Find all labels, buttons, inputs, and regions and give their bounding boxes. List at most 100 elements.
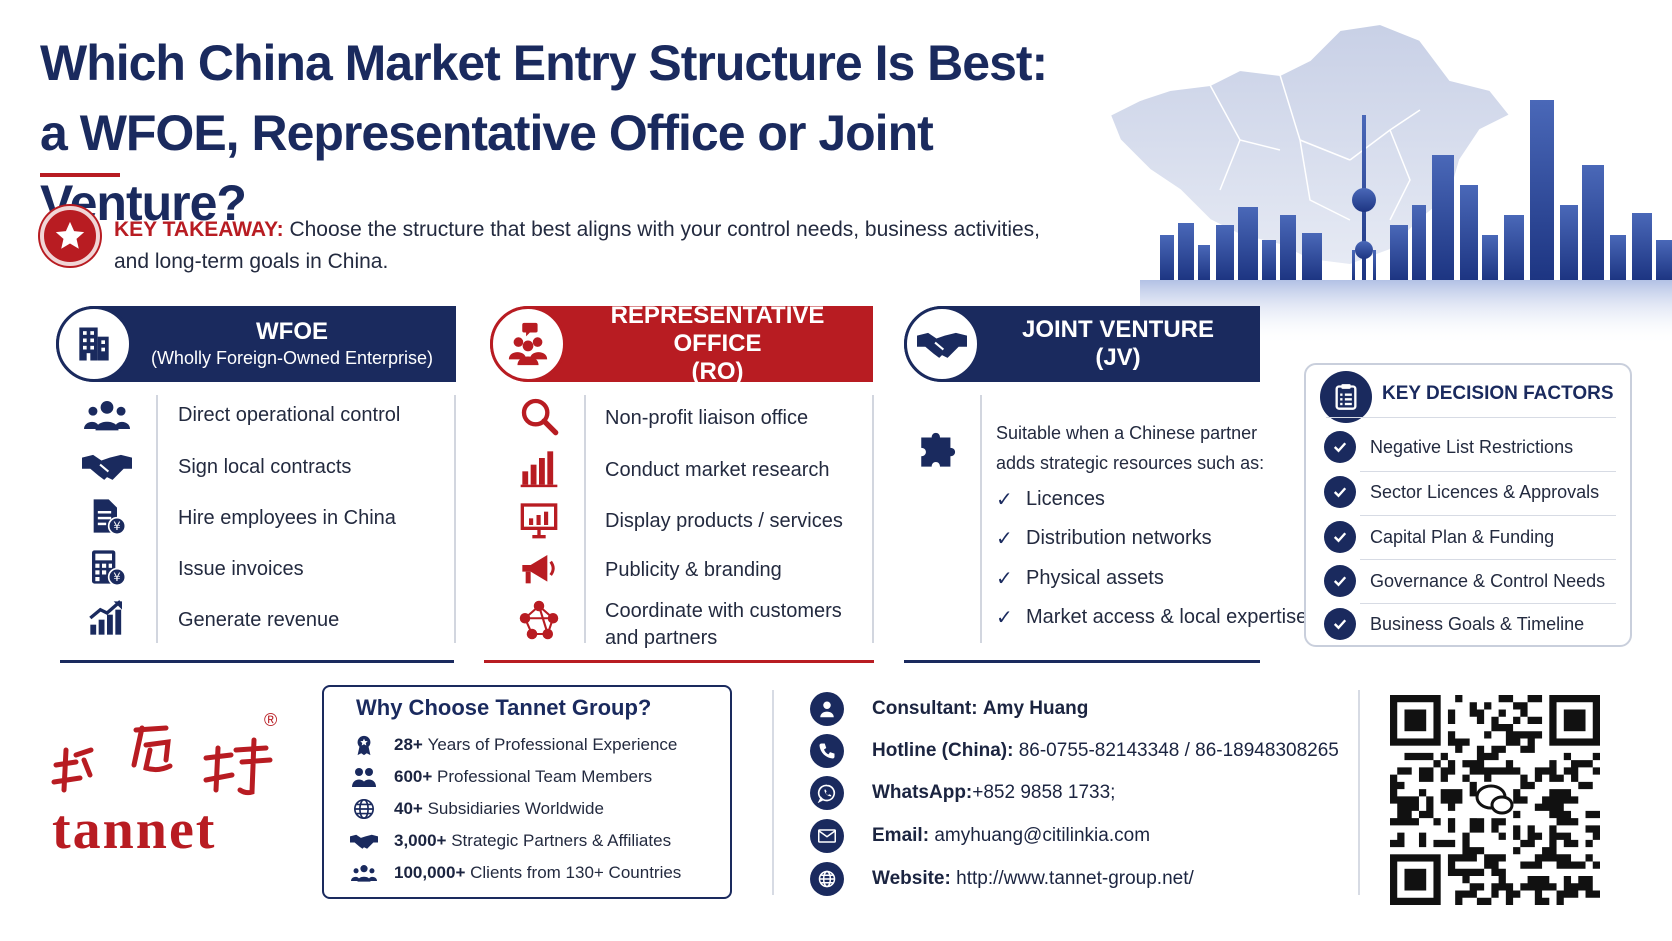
jv-intro-line-2: adds strategic resources such as: (996, 453, 1265, 473)
hotline-row: Hotline (China): 86-0755-82143348 / 86-1… (810, 734, 1339, 768)
ro-subtitle: (RO) (691, 358, 744, 385)
wfoe-title: WFOE (256, 318, 328, 345)
jv-item-label: Physical assets (1026, 567, 1164, 589)
jv-title: JOINT VENTURE (1021, 316, 1215, 343)
bar-chart-icon (514, 448, 564, 488)
decision-factor-label: Negative List Restrictions (1370, 436, 1574, 457)
wfoe-item-label: Hire employees in China (178, 507, 396, 529)
ro-item-label: Publicity & branding (605, 559, 782, 581)
jv-item-label: Licences (1026, 488, 1105, 510)
person-icon (810, 692, 844, 726)
kdf-separator (1360, 471, 1616, 472)
jv-item-label: Market access & local expertise (1026, 606, 1308, 628)
check-circle-icon (1324, 431, 1356, 463)
shanghai-skyline-illustration (1140, 100, 1672, 345)
wfoe-bottom-rule (60, 660, 454, 663)
megaphone-icon (514, 550, 564, 590)
kdf-separator (1360, 559, 1616, 560)
why-choose-text: Subsidiaries Worldwide (427, 799, 604, 818)
jv-item: ✓Market access & local expertise (996, 605, 1307, 630)
wechat-qr-code[interactable] (1390, 695, 1600, 905)
decision-factor-item: Sector Licences & Approvals (1324, 470, 1616, 514)
ro-divider (584, 395, 586, 643)
key-decision-factors-panel: KEY DECISION FACTORS Negative List Restr… (1304, 363, 1632, 647)
whatsapp-value[interactable]: +852 9858 1733; (972, 782, 1116, 803)
globe-icon (350, 797, 378, 821)
decision-factor-label: Capital Plan & Funding (1370, 526, 1555, 547)
why-choose-stat: 3,000+ (394, 831, 447, 850)
wfoe-item-label: Sign local contracts (178, 456, 352, 478)
ro-header: REPRESENTATIVE OFFICE (RO) (490, 302, 873, 385)
jv-intro-line-1: Suitable when a Chinese partner (996, 423, 1258, 443)
decision-factor-item: Negative List Restrictions (1324, 425, 1616, 469)
email-label: Email: (872, 825, 930, 846)
qr-finder-pattern (1549, 695, 1600, 746)
decision-factor-label: Governance & Control Needs (1370, 570, 1606, 591)
star-badge-icon (40, 206, 100, 266)
award-icon (350, 733, 378, 757)
title-line-2: a WFOE, Representative Office or Joint V… (40, 105, 934, 231)
phone-icon (810, 734, 844, 768)
ro-meeting-icon (490, 306, 566, 382)
why-choose-text: Strategic Partners & Affiliates (451, 831, 672, 850)
key-takeaway-text-2: and long-term goals in China. (114, 250, 389, 273)
key-takeaway-label: KEY TAKEAWAY: (114, 218, 284, 241)
ro-item-label: Coordinate with customers and partners (605, 598, 842, 652)
ro-item-label-line-1: Coordinate with customers (605, 600, 842, 622)
key-takeaway-text-1: Choose the structure that best aligns wi… (289, 218, 1040, 241)
jv-header: JOINT VENTURE (JV) (904, 306, 1260, 382)
wfoe-building-icon (56, 306, 132, 382)
wfoe-right-border (454, 395, 456, 643)
check-icon: ✓ (996, 489, 1013, 511)
svg-text:¥: ¥ (113, 570, 120, 584)
globe-icon (810, 862, 844, 896)
presentation-screen-icon (514, 500, 564, 540)
ro-title: REPRESENTATIVE OFFICE (610, 302, 825, 357)
consultant-row: Consultant: Amy Huang (810, 692, 1088, 726)
why-choose-item: 600+ Professional Team Members (350, 765, 652, 789)
consultant-label: Consultant: (872, 698, 978, 719)
document-yen-icon: ¥ (82, 496, 132, 536)
why-choose-stat: 40+ (394, 799, 423, 818)
why-choose-panel: Why Choose Tannet Group? 28+ Years of Pr… (322, 685, 732, 899)
page-title: Which China Market Entry Structure Is Be… (40, 28, 1140, 238)
registered-mark: ® (264, 710, 278, 730)
wfoe-header: WFOE (Wholly Foreign-Owned Enterprise) (56, 306, 456, 382)
why-choose-stat: 28+ (394, 735, 423, 754)
jv-subtitle: (JV) (1095, 344, 1141, 371)
ro-item-label-line-2: and partners (605, 627, 718, 649)
website-label: Website: (872, 868, 951, 889)
team-icon (350, 765, 378, 789)
email-value[interactable]: amyhuang@citilinkia.com (934, 825, 1151, 846)
why-choose-item: 28+ Years of Professional Experience (350, 733, 677, 757)
contact-divider-right (1358, 690, 1360, 895)
check-circle-icon (1324, 476, 1356, 508)
kdf-separator (1360, 603, 1616, 604)
qr-finder-pattern (1390, 854, 1441, 905)
ro-bottom-rule (484, 660, 874, 663)
calculator-yen-icon: ¥ (82, 547, 132, 587)
wechat-icon (1475, 784, 1514, 815)
hotline-label: Hotline (China): (872, 740, 1014, 761)
mail-icon (810, 819, 844, 853)
why-choose-text: Years of Professional Experience (427, 735, 678, 754)
handshake-icon (82, 446, 132, 486)
why-choose-title: Why Choose Tannet Group? (356, 695, 652, 720)
check-circle-icon (1324, 565, 1356, 597)
growth-chart-icon (82, 598, 132, 638)
wfoe-item-label: Generate revenue (178, 609, 340, 631)
jv-item-label: Distribution networks (1026, 527, 1212, 549)
handshake-icon (350, 829, 378, 853)
tannet-chinese-logo (51, 725, 273, 796)
jv-item: ✓Distribution networks (996, 526, 1212, 551)
website-link[interactable]: http://www.tannet-group.net/ (956, 868, 1194, 889)
wfoe-divider (156, 395, 158, 643)
email-row: Email: amyhuang@citilinkia.com (810, 819, 1150, 853)
wfoe-subtitle: (Wholly Foreign-Owned Enterprise) (150, 348, 434, 368)
hotline-value[interactable]: 86-0755-82143348 / 86-18948308265 (1018, 740, 1339, 761)
jv-intro: Suitable when a Chinese partner adds str… (996, 418, 1286, 478)
people-icon (82, 395, 132, 435)
ro-right-border (872, 395, 874, 643)
wfoe-item-label: Issue invoices (178, 558, 304, 580)
why-choose-stat: 600+ (394, 767, 433, 786)
